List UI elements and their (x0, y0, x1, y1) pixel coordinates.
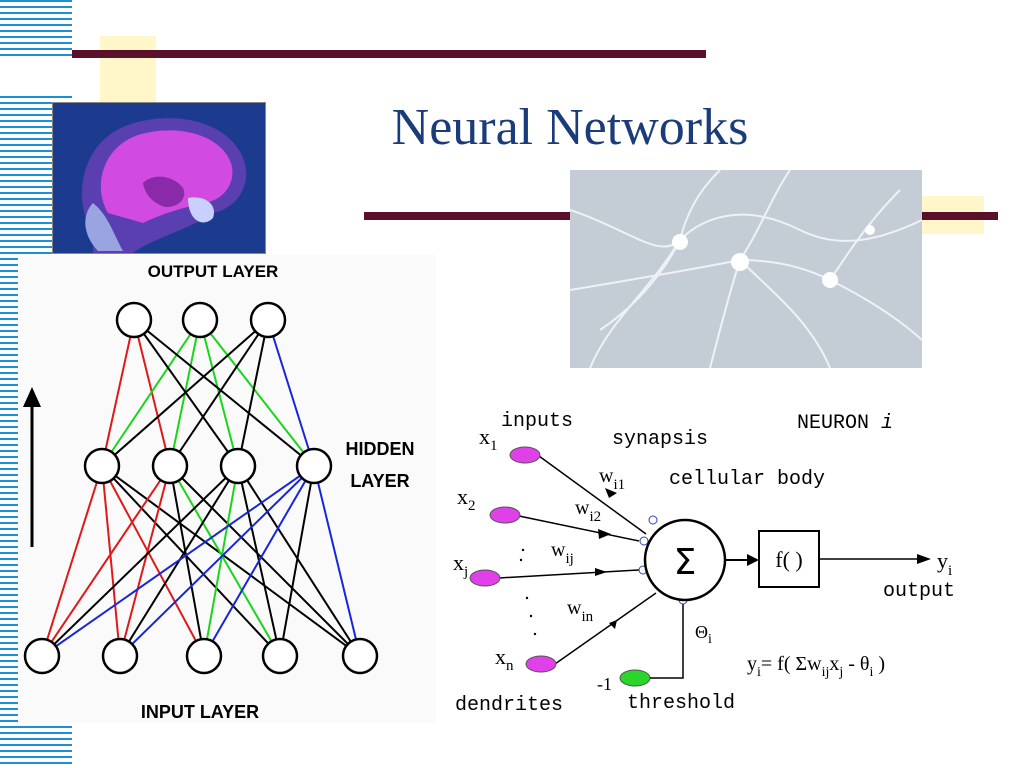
activation-function: f( ) (775, 547, 802, 572)
xn-label: xn (495, 644, 514, 674)
x2-label: x2 (457, 484, 476, 514)
output-node (115, 301, 153, 339)
hidden-layer-label: LAYER (350, 471, 409, 491)
arrow-head-icon (23, 387, 41, 407)
w2-label: wi2 (575, 497, 601, 525)
wn-label: win (567, 597, 594, 625)
y-output-label: yi (937, 548, 952, 579)
input-node (261, 637, 299, 675)
theta-label: Θi (695, 622, 712, 647)
formula: yi= f( Σwijxj - θi ) (747, 653, 885, 680)
hidden-node (219, 447, 257, 485)
input-node (101, 637, 139, 675)
dendrites-label: dendrites (455, 694, 563, 717)
output-label: output (883, 580, 955, 603)
threshold-label: threshold (627, 692, 735, 715)
output-node (181, 301, 219, 339)
yellow-accent-block (100, 36, 156, 102)
hidden-node (83, 447, 121, 485)
summation-node (643, 518, 727, 602)
slide-title: Neural Networks (391, 99, 749, 156)
hidden-node (151, 447, 189, 485)
input-xn-node (525, 655, 557, 673)
brain-mri-image (52, 102, 266, 254)
w1-label: wi1 (599, 465, 625, 493)
neuron-model-diagram: Σ f( ) x1 inputs synapsis NEURON i cellu… (447, 398, 992, 732)
input-layer-label: INPUT LAYER (141, 702, 259, 722)
wj-label: wij (551, 539, 574, 567)
inputs-label: inputs (501, 410, 573, 433)
cellular-body-label: cellular body (669, 468, 825, 491)
summation-symbol: Σ (674, 542, 697, 583)
activation-box (758, 530, 820, 588)
hidden-layer-label: HIDDEN (345, 439, 414, 459)
stripe-gap (0, 58, 72, 94)
input-node (341, 637, 379, 675)
input-node (185, 637, 223, 675)
top-rule (72, 50, 706, 58)
x1-label: x1 (479, 424, 498, 454)
neuron-label: NEURON i (797, 412, 893, 435)
output-layer-label: OUTPUT LAYER (148, 262, 279, 281)
input-x2-node (489, 506, 521, 524)
xj-label: xj (453, 550, 468, 580)
hidden-node (295, 447, 333, 485)
output-node (249, 301, 287, 339)
input-x1-node (509, 446, 541, 464)
threshold-input-node (619, 669, 651, 687)
neural-network-diagram: OUTPUT LAYER HIDDEN LAYER INPUT LAYER (18, 255, 436, 723)
input-node (23, 637, 61, 675)
synapsis-label: synapsis (612, 428, 708, 451)
input-xj-node (469, 569, 501, 587)
minus-one-label: -1 (597, 674, 612, 694)
neuron-photo-image (570, 170, 922, 368)
